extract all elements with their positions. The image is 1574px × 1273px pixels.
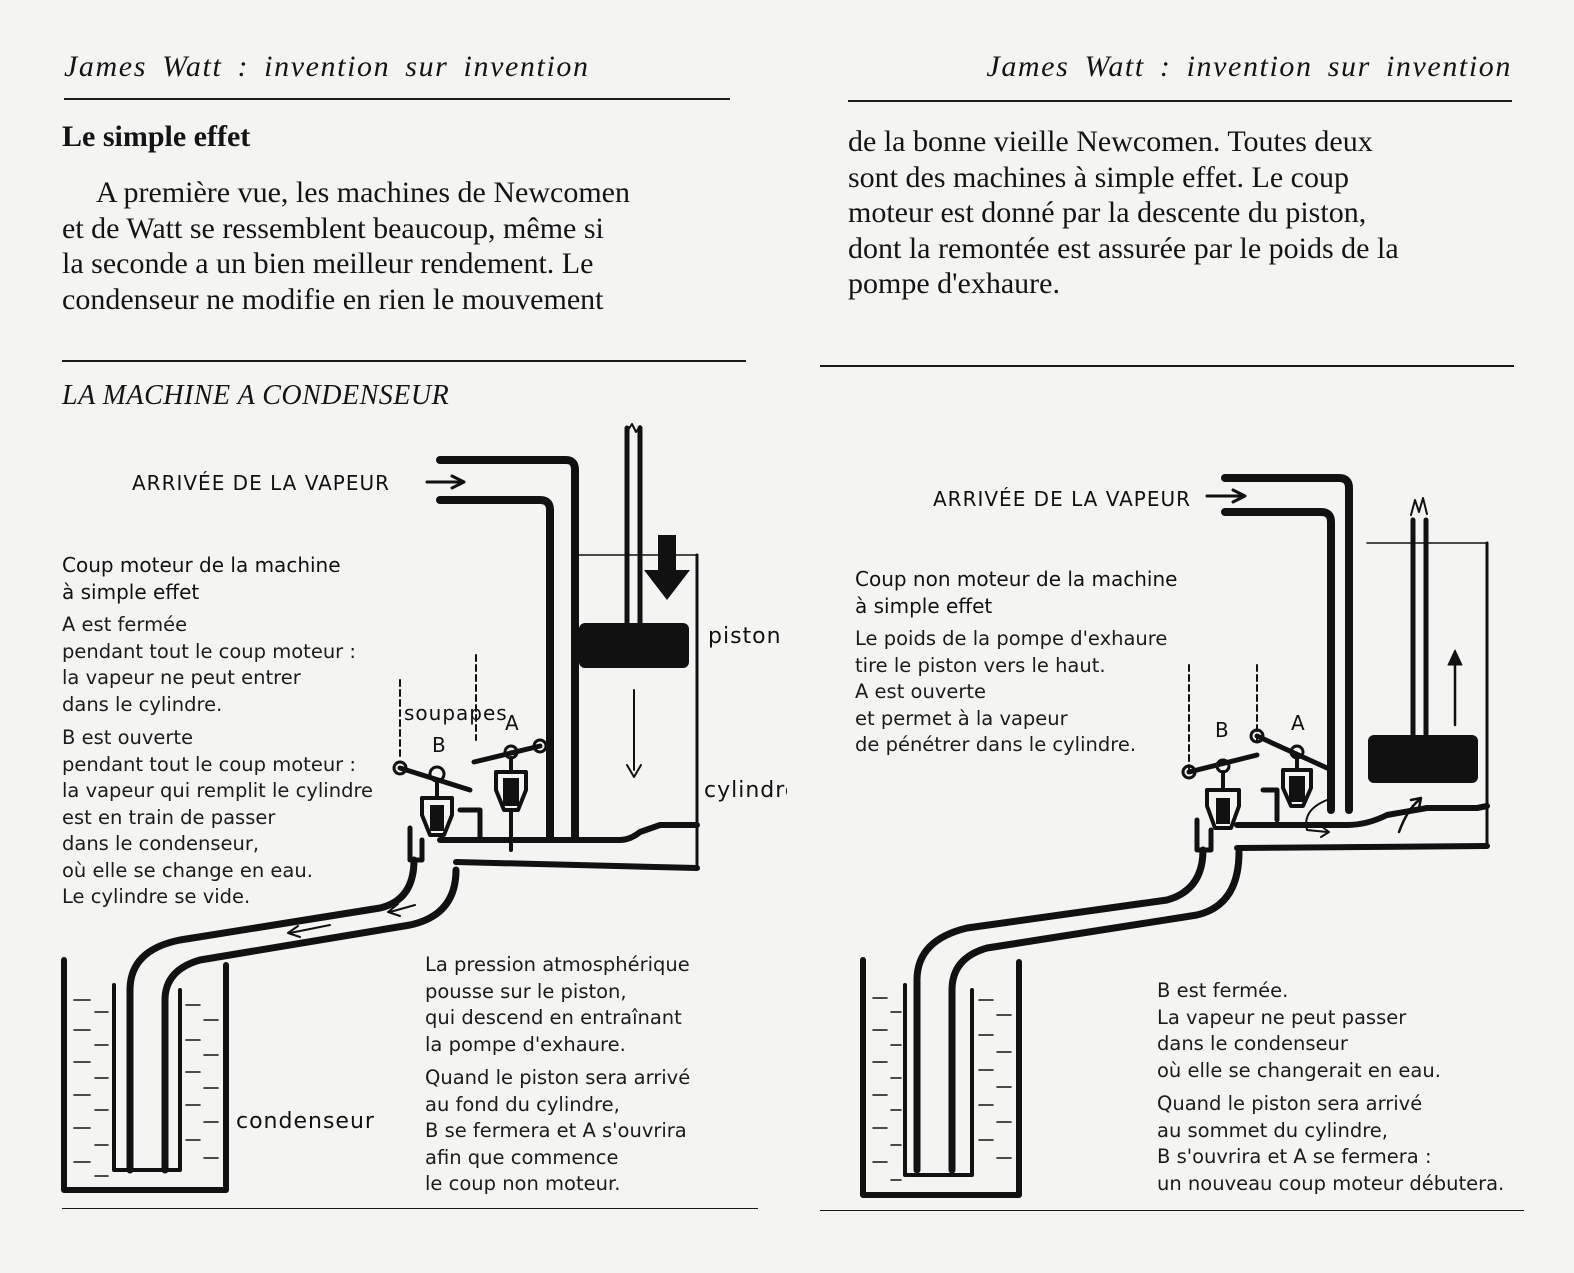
caption-line: pousse sur le piston, (425, 979, 627, 1003)
label-valve-b: B (432, 733, 447, 757)
label-steam-in: ARRIVÉE DE LA VAPEUR (132, 471, 390, 495)
label-valve-a: A (1291, 711, 1306, 735)
label-steam-in: ARRIVÉE DE LA VAPEUR (933, 487, 1191, 511)
caption-line: un nouveau coup moteur débutera. (1157, 1171, 1505, 1195)
engine-diagram-return-stroke: ARRIVÉE DE LA VAPEUR A B (860, 474, 1490, 1198)
caption-line: le coup non moteur. (425, 1172, 621, 1195)
caption-line: B se fermera et A s'ouvrira (425, 1119, 687, 1142)
header-rule-right (848, 100, 1512, 102)
label-cylinder: cylindre (704, 778, 787, 803)
figure-rule-right (820, 365, 1514, 367)
caption-heading: à simple effet (62, 579, 200, 604)
caption-line: où elle se change en eau. (62, 858, 313, 882)
body-line: et de Watt se ressemblent beaucoup, même… (62, 211, 604, 245)
caption-line: où elle se changerait en eau. (1157, 1058, 1441, 1082)
caption-line: est en train de passer (62, 805, 276, 829)
header-rule-left (64, 98, 730, 100)
engine-diagram-power-stroke: ARRIVÉE DE LA VAPEUR piston cylindre sou… (61, 423, 787, 1193)
caption-return-stroke-bottom: B est fermée. La vapeur ne peut passer d… (1157, 978, 1504, 1204)
caption-heading: Coup moteur de la machine (62, 553, 341, 577)
figure-title: LA MACHINE A CONDENSEUR (62, 380, 450, 411)
label-valve-a: A (505, 711, 520, 735)
caption-line: La pression atmosphérique (425, 953, 690, 976)
body-line: moteur est donné par la descente du pist… (848, 196, 1367, 229)
caption-line: pendant tout le coup moteur : (62, 639, 356, 663)
caption-heading: à simple effet (855, 593, 993, 618)
caption-line: pendant tout le coup moteur : (62, 752, 356, 776)
caption-line: B est ouverte (62, 726, 194, 749)
caption-line: dans le cylindre. (62, 692, 223, 716)
label-piston: piston (708, 624, 782, 649)
caption-line: A est ouverte (855, 680, 987, 703)
piston-shape (1368, 735, 1478, 783)
caption-heading: Coup non moteur de la machine (855, 567, 1178, 591)
body-text-left: A première vue, les machines de Newcomen… (62, 175, 728, 317)
caption-line: dans le condenseur, (62, 832, 260, 855)
caption-line: la vapeur ne peut entrer (62, 666, 301, 689)
piston-shape (579, 623, 689, 668)
caption-power-stroke-bottom: La pression atmosphérique pousse sur le … (425, 952, 690, 1205)
caption-line: qui descend en entraînant (425, 1006, 682, 1029)
label-valves: soupapes (404, 701, 508, 725)
caption-line: la pompe d'exhaure. (425, 1032, 626, 1056)
caption-line: B s'ouvrira et A se fermera : (1157, 1145, 1432, 1168)
body-line: la seconde a un bien meilleur rendement.… (62, 247, 594, 280)
caption-power-stroke: Coup moteur de la machine à simple effet… (62, 552, 373, 918)
caption-line: tire le piston vers le haut. (855, 653, 1106, 677)
caption-line: A est fermée (62, 613, 188, 636)
caption-line: de pénétrer dans le cylindre. (855, 733, 1137, 756)
body-text-right: de la bonne vieille Newcomen. Toutes deu… (848, 124, 1512, 302)
caption-line: au fond du cylindre, (425, 1092, 620, 1116)
caption-line: au sommet du cylindre, (1157, 1118, 1388, 1142)
caption-line: La vapeur ne peut passer (1157, 1005, 1407, 1029)
running-head-left: James Watt : invention sur invention (64, 50, 590, 83)
big-down-arrow-icon (644, 535, 690, 600)
caption-line: afin que commence (425, 1145, 619, 1169)
figure-rule-left (62, 360, 746, 362)
caption-line: Quand le piston sera arrivé (425, 1066, 691, 1089)
body-line: pompe d'exhaure. (848, 267, 1060, 300)
label-valve-b: B (1215, 718, 1230, 742)
body-line: dont la remontée est assurée par le poid… (848, 231, 1399, 265)
caption-line: B est fermée. (1157, 979, 1289, 1002)
section-title: Le simple effet (62, 120, 251, 153)
caption-line: Le poids de la pompe d'exhaure (855, 627, 1168, 650)
body-line: A première vue, les machines de Newcomen (96, 176, 630, 209)
body-line: condenseur ne modifie en rien le mouveme… (62, 282, 604, 316)
footer-rule-right (820, 1210, 1524, 1211)
label-condenser: condenseur (236, 1109, 375, 1134)
left-page: James Watt : invention sur invention Le … (61, 50, 787, 1209)
running-head-right: James Watt : invention sur invention (986, 50, 1512, 83)
footer-rule-left (62, 1208, 758, 1209)
right-page: James Watt : invention sur invention de … (787, 0, 1574, 1273)
caption-line: dans le condenseur (1157, 1032, 1348, 1055)
body-line: de la bonne vieille Newcomen. Toutes deu… (848, 125, 1373, 158)
body-line: sont des machines à simple effet. Le cou… (848, 160, 1349, 194)
caption-line: Quand le piston sera arrivé (1157, 1092, 1423, 1115)
caption-return-stroke: Coup non moteur de la machine à simple e… (855, 566, 1177, 766)
caption-line: la vapeur qui remplit le cylindre (62, 779, 374, 802)
caption-line: et permet à la vapeur (855, 706, 1068, 730)
caption-line: Le cylindre se vide. (62, 885, 251, 908)
